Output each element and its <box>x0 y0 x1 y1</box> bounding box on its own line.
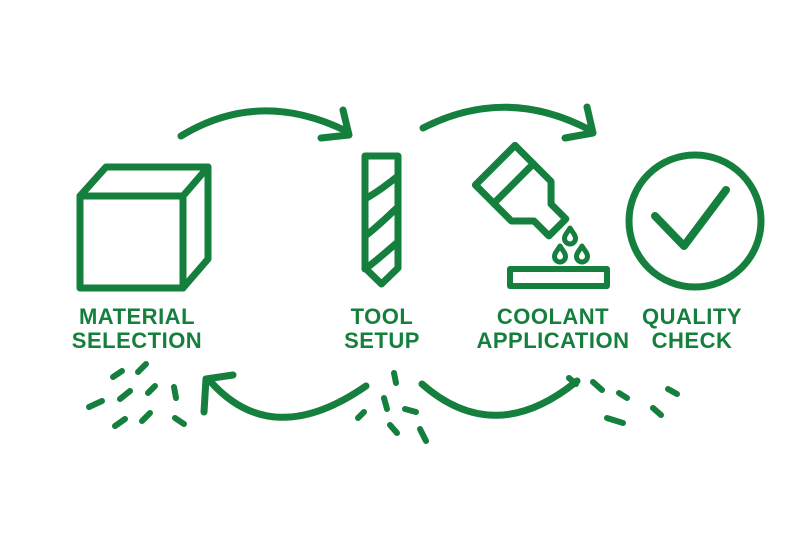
chips-cluster-middle-icon <box>355 370 429 444</box>
arrow-material-to-tool-icon <box>177 106 353 142</box>
workpiece-plate-icon <box>507 266 610 289</box>
return-arrow-icon <box>200 371 581 421</box>
step-label-coolant-line2: APPLICATION <box>477 328 630 353</box>
step-label-coolant-line1: COOLANT <box>497 304 609 329</box>
step-label-quality-line2: CHECK <box>652 328 733 353</box>
step-label-tool-line1: TOOL <box>351 304 414 329</box>
step-label-tool-line2: SETUP <box>344 328 420 353</box>
drill-bit-icon <box>361 152 402 288</box>
coolant-drops-icon <box>552 225 590 265</box>
step-label-quality-line1: QUALITY <box>642 304 742 329</box>
check-circle-icon <box>625 151 765 291</box>
bottle-cap-line <box>490 160 537 207</box>
arrow-tool-to-coolant-icon <box>419 103 597 142</box>
coolant-bottle-icon <box>471 141 610 289</box>
step-label-material-line2: SELECTION <box>72 328 202 353</box>
cube-icon <box>76 163 212 292</box>
chips-cluster-right-icon <box>566 375 680 426</box>
chips-cluster-left-icon <box>86 361 187 429</box>
step-label-material-line1: MATERIAL <box>79 304 195 329</box>
